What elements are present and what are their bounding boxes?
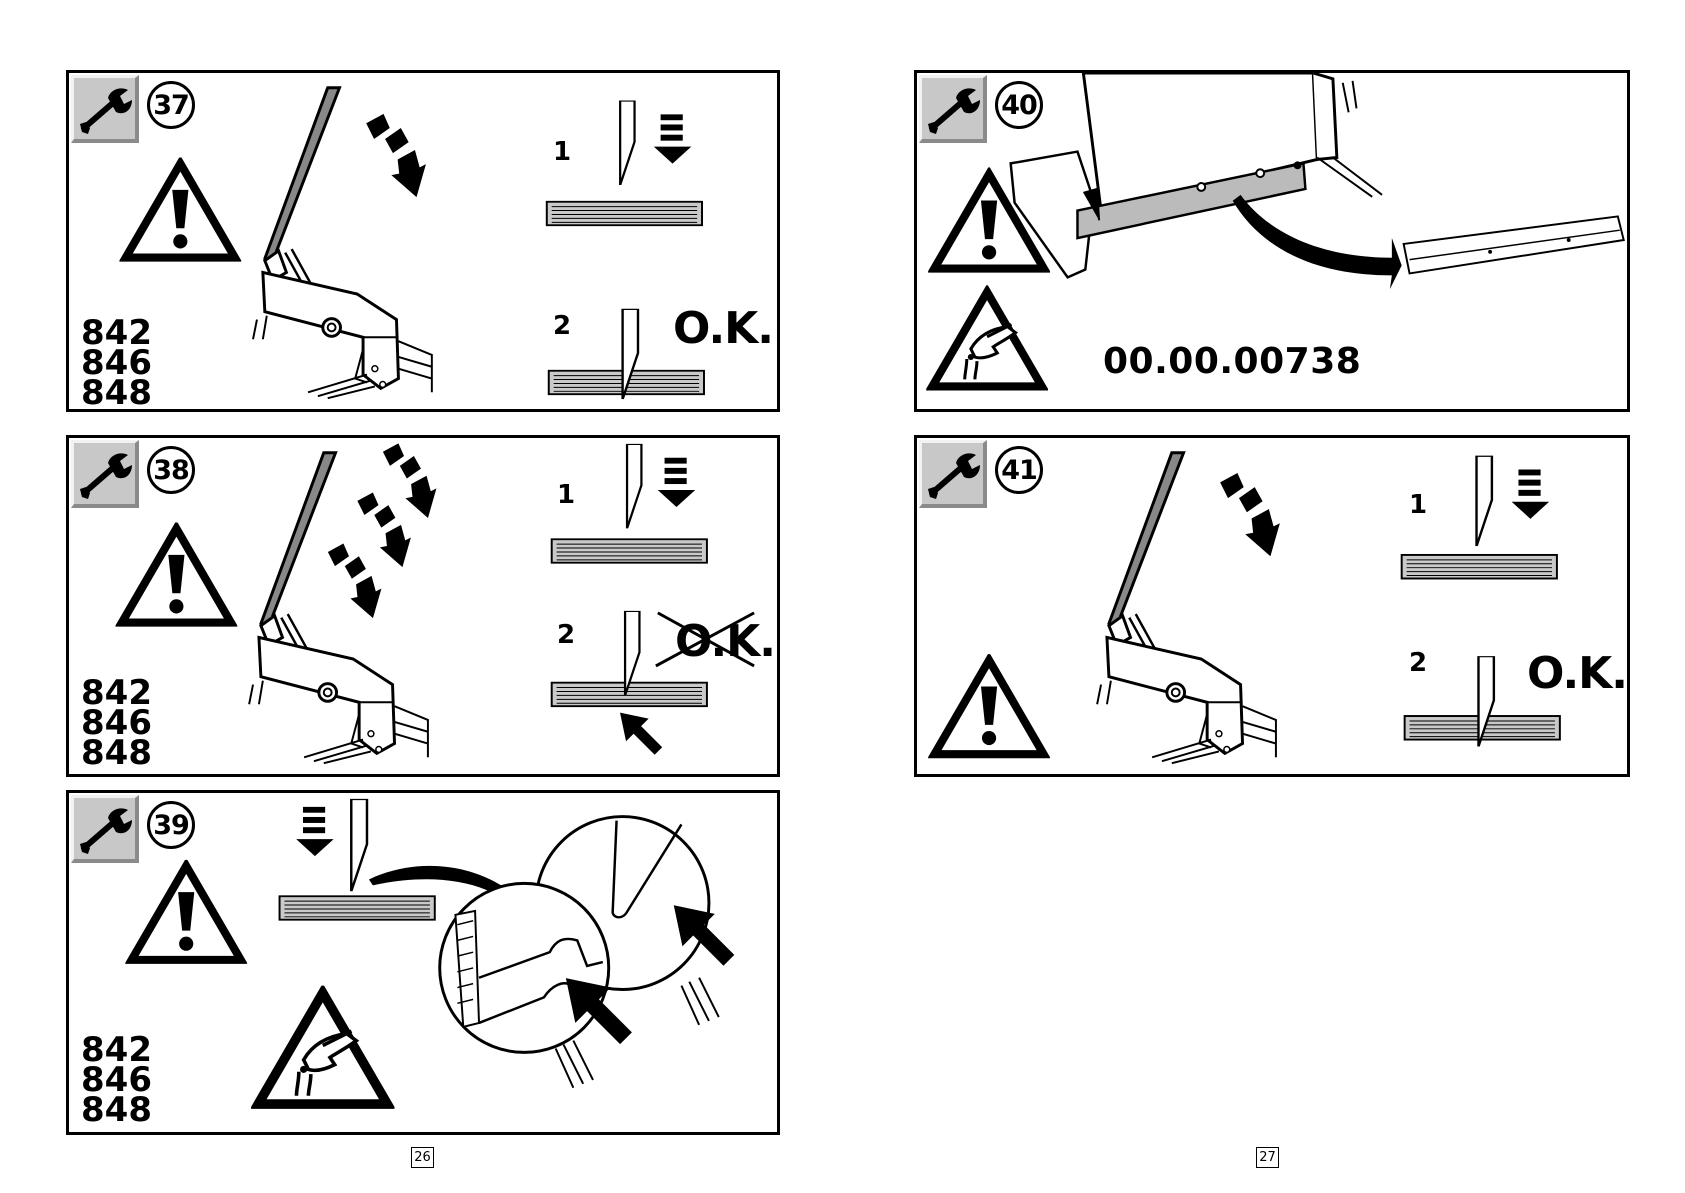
down-arrow-icon	[296, 807, 333, 856]
ok-label: O.K.	[673, 303, 773, 354]
cutter-machine-illustration	[253, 88, 432, 398]
step-number: 39	[147, 801, 195, 849]
cut-hazard-icon	[932, 292, 1042, 386]
warning-triangle-icon	[122, 529, 231, 623]
ok-label-crossed: O.K.	[675, 616, 775, 667]
part-number: 00.00.00738	[1103, 341, 1361, 382]
ok-label: O.K.	[1527, 648, 1627, 699]
pointer-arrow-icon	[620, 713, 662, 755]
step-number: 41	[995, 446, 1043, 494]
step-label: 1	[553, 137, 571, 167]
model-number: 848	[81, 378, 152, 408]
paper-stack-icon	[552, 539, 707, 563]
maintenance-badge	[71, 75, 139, 143]
step-label: 2	[557, 620, 575, 650]
rotation-arrow-icon	[1220, 473, 1280, 556]
model-number: 848	[81, 738, 152, 768]
rotation-arrow-icon	[328, 544, 382, 619]
step-label: 1	[557, 480, 575, 510]
warning-triangle-icon	[132, 866, 241, 960]
panel-40: 40 00.00.00738	[914, 70, 1630, 412]
blade-icon	[351, 799, 367, 891]
model-list: 842 846 848	[81, 318, 152, 408]
model-number: 848	[81, 1095, 152, 1125]
panel-41: 41 1 2 O.K.	[914, 435, 1630, 777]
panel-38: 38 842 846 848 1 2 O.K.	[66, 435, 780, 777]
panel-39: 39 842 846 848	[66, 790, 780, 1135]
step-number: 37	[147, 81, 195, 129]
wrench-icon	[80, 808, 132, 854]
down-arrow-icon	[654, 114, 691, 163]
step-label: 2	[1409, 648, 1427, 678]
step-label: 1	[1409, 490, 1427, 520]
model-list: 842 846 848	[81, 678, 152, 768]
step-label: 2	[553, 311, 571, 341]
wrench-icon	[80, 453, 132, 499]
rotation-arrow-icon	[383, 443, 437, 518]
maintenance-badge	[71, 795, 139, 863]
panel-37: 37 842 846 848 1 2 O.K.	[66, 70, 780, 412]
maintenance-badge	[919, 440, 987, 508]
blade-carrier-illustration	[1011, 73, 1624, 289]
paper-stack-icon	[547, 202, 702, 226]
blade-icon	[620, 101, 634, 185]
maintenance-badge	[919, 75, 987, 143]
rotation-arrow-icon	[366, 114, 426, 197]
page-number-left: 26	[411, 1147, 434, 1168]
page-number-right: 27	[1256, 1147, 1279, 1168]
step-number: 38	[147, 446, 195, 494]
rotation-arrow-icon	[357, 492, 411, 567]
blade-icon	[1477, 456, 1492, 546]
paper-stack-icon	[280, 896, 435, 920]
maintenance-badge	[71, 440, 139, 508]
warning-triangle-icon	[126, 164, 235, 258]
wrench-icon	[928, 88, 980, 134]
wrench-icon	[928, 453, 980, 499]
warning-triangle-icon	[934, 660, 1043, 754]
paper-stack-icon	[1402, 555, 1557, 579]
cutter-machine-illustration	[249, 453, 428, 763]
wrench-icon	[80, 88, 132, 134]
blade-icon	[627, 444, 641, 528]
step-number: 40	[995, 81, 1043, 129]
cut-hazard-icon	[258, 993, 387, 1104]
down-arrow-icon	[1512, 469, 1549, 518]
model-list: 842 846 848	[81, 1035, 152, 1125]
down-arrow-icon	[658, 458, 695, 507]
